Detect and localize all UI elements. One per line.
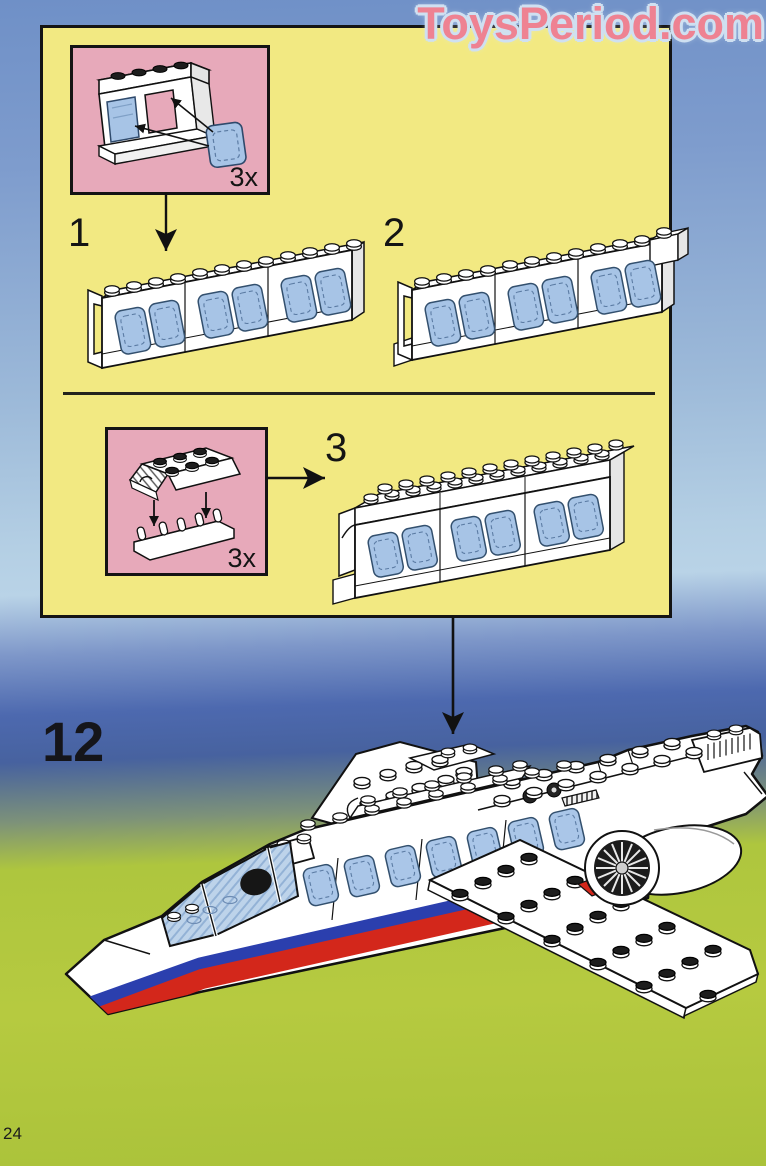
step-12-label: 12: [42, 710, 105, 773]
window-brick-illustration: [96, 61, 247, 169]
wall-windows: [367, 493, 605, 578]
plate-tabs: [136, 508, 223, 541]
step-2-label: 2: [383, 211, 406, 255]
cockpit: [160, 833, 316, 948]
loose-window-pane: [205, 121, 247, 169]
pilot-figure: [240, 868, 272, 896]
part-count-label: 3x: [229, 162, 258, 192]
engine: [576, 824, 743, 906]
step-1-wall-illustration: [87, 239, 365, 370]
roof-part-callout: 3x: [105, 427, 268, 576]
step-3-wall-roof-illustration: [332, 439, 635, 605]
substeps-panel: 3x 1: [40, 25, 689, 618]
window-part-callout: 3x: [70, 45, 270, 195]
down-arrow-icon: [155, 193, 177, 251]
watermark: ToysPeriod.com: [417, 0, 764, 49]
panel-to-model-arrow-icon: [442, 618, 464, 734]
page-number: 24: [3, 1124, 22, 1143]
near-wing: [427, 838, 760, 1020]
canopy-glass: [160, 840, 300, 948]
step-2-wall-illustration: [393, 226, 689, 367]
tail: [477, 724, 763, 811]
right-arrow-icon: [265, 467, 325, 489]
roof: [300, 760, 572, 831]
part-count-label: 3x: [227, 543, 256, 573]
wall-windows: [114, 267, 352, 355]
step-3-label: 3: [325, 426, 348, 470]
roof-brick-illustration: [128, 447, 242, 561]
airplane-illustration: [64, 724, 766, 1020]
divider-line: [63, 392, 655, 395]
step-1-label: 1: [68, 211, 91, 255]
airplane-model: [50, 712, 766, 1057]
wall-windows: [424, 259, 662, 347]
